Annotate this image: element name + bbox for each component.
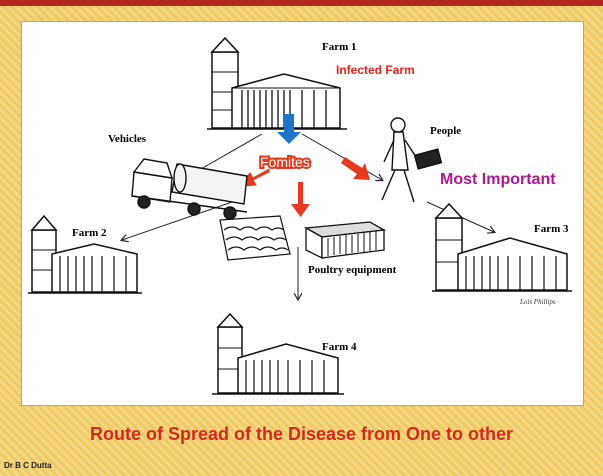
poultry-crate-icon bbox=[306, 222, 384, 258]
author-credit: Dr B C Dutta bbox=[4, 461, 52, 470]
slide-caption: Route of Spread of the Disease from One … bbox=[0, 424, 603, 445]
farm-3-building-icon bbox=[432, 204, 572, 291]
infected-farm-label: Infected Farm bbox=[336, 63, 415, 77]
spread-diagram: Farm 1 Infected Farm Fomites bbox=[22, 22, 583, 405]
farm-1-label: Farm 1 bbox=[322, 41, 357, 53]
most-important-label: Most Important bbox=[440, 171, 556, 188]
farm-4-building-icon bbox=[212, 314, 344, 394]
fomites-label: Fomites bbox=[260, 154, 310, 170]
farm-4-label: Farm 4 bbox=[322, 341, 357, 353]
farm-2-label: Farm 2 bbox=[72, 227, 107, 239]
artist-signature: Lois Phillips bbox=[519, 298, 556, 306]
poultry-equipment-label: Poultry equipment bbox=[308, 264, 397, 276]
tanker-truck-icon bbox=[132, 159, 247, 219]
people-label: People bbox=[430, 125, 461, 137]
red-arrow-to-people-icon bbox=[341, 157, 370, 180]
egg-trays-icon bbox=[220, 216, 290, 260]
vehicles-label: Vehicles bbox=[108, 133, 147, 145]
red-arrow-to-equipment-icon bbox=[291, 182, 310, 217]
farm-3-label: Farm 3 bbox=[534, 223, 569, 235]
top-accent-bar bbox=[0, 0, 603, 6]
diagram-panel: Farm 1 Infected Farm Fomites bbox=[21, 21, 584, 406]
